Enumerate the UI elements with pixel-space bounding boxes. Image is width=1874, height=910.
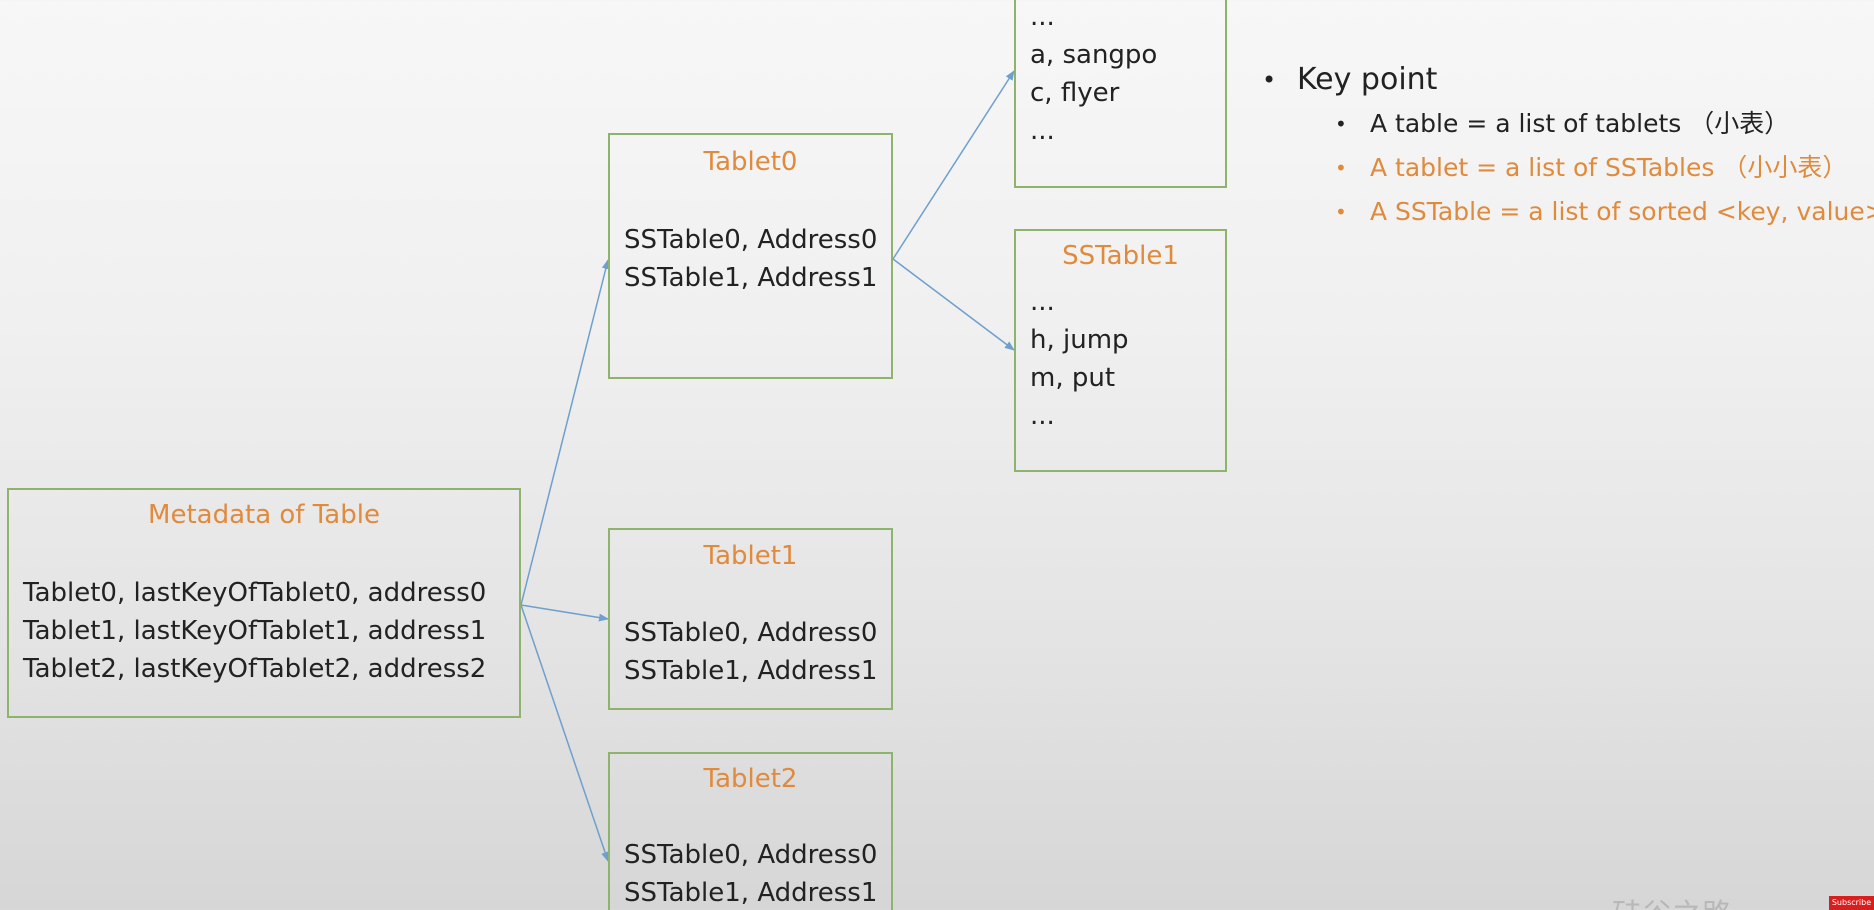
metadata-box-title: Metadata of Table bbox=[148, 500, 380, 530]
arrow-metadata-to-tablet0 bbox=[520, 259, 610, 606]
sstable1-line: ... bbox=[1030, 287, 1055, 317]
sstable0-lines: ... a, sangpo c, flyer ... bbox=[1030, 0, 1157, 150]
sstable0-line: ... bbox=[1030, 116, 1055, 146]
tablet2-line: SSTable1, Address1 bbox=[624, 878, 878, 908]
bullet-icon: • bbox=[1335, 156, 1347, 180]
watermark-text: 硅谷之路 bbox=[1612, 890, 1732, 910]
key-point-item: • A table = a list of tablets （小表） bbox=[1262, 102, 1874, 146]
tablet2-box: Tablet2 SSTable0, Address0 SSTable1, Add… bbox=[608, 752, 893, 910]
metadata-box: Metadata of Table Tablet0, lastKeyOfTabl… bbox=[7, 488, 521, 718]
key-point-item-text: A tablet = a list of SSTables （小小表） bbox=[1370, 153, 1848, 182]
sstable1-line: h, jump bbox=[1030, 325, 1129, 355]
tablet1-box: Tablet1 SSTable0, Address0 SSTable1, Add… bbox=[608, 528, 893, 710]
subscribe-button[interactable]: Subscribe bbox=[1829, 896, 1874, 910]
bullet-icon: • bbox=[1262, 66, 1277, 94]
sstable0-box: ... a, sangpo c, flyer ... bbox=[1014, 0, 1227, 188]
tablet0-title: Tablet0 bbox=[703, 147, 798, 177]
bullet-icon: • bbox=[1335, 200, 1347, 224]
tablet1-lines: SSTable0, Address0 SSTable1, Address1 bbox=[624, 614, 877, 690]
tablet0-line: SSTable0, Address0 bbox=[624, 225, 878, 255]
tablet2-lines: SSTable0, Address0 SSTable1, Address1 bbox=[624, 836, 877, 910]
metadata-box-lines: Tablet0, lastKeyOfTablet0, address0 Tabl… bbox=[23, 574, 486, 688]
metadata-line: Tablet2, lastKeyOfTablet2, address2 bbox=[23, 654, 487, 684]
key-point-item-text: A SSTable = a list of sorted <key, value… bbox=[1370, 197, 1874, 226]
key-point-item: • A SSTable = a list of sorted <key, val… bbox=[1262, 190, 1874, 234]
arrow-tablet0-to-sstable1 bbox=[892, 258, 1015, 351]
tablet0-line: SSTable1, Address1 bbox=[624, 263, 878, 293]
tablet1-line: SSTable0, Address0 bbox=[624, 618, 878, 648]
metadata-line: Tablet0, lastKeyOfTablet0, address0 bbox=[23, 578, 487, 608]
key-point-item: • A tablet = a list of SSTables （小小表） bbox=[1262, 146, 1874, 190]
tablet2-title: Tablet2 bbox=[703, 764, 798, 794]
arrow-tablet0-to-sstable0 bbox=[892, 70, 1015, 260]
metadata-line: Tablet1, lastKeyOfTablet1, address1 bbox=[23, 616, 487, 646]
tablet0-lines: SSTable0, Address0 SSTable1, Address1 bbox=[624, 221, 877, 297]
arrow-metadata-to-tablet2 bbox=[520, 604, 609, 862]
tablet1-line: SSTable1, Address1 bbox=[624, 656, 878, 686]
sstable1-line: ... bbox=[1030, 401, 1055, 431]
tablet0-box: Tablet0 SSTable0, Address0 SSTable1, Add… bbox=[608, 133, 893, 379]
sstable0-line: c, flyer bbox=[1030, 78, 1120, 108]
tablet1-title: Tablet1 bbox=[703, 541, 798, 571]
sstable1-line: m, put bbox=[1030, 363, 1116, 393]
key-point-heading-text: Key point bbox=[1297, 62, 1438, 97]
sstable1-lines: ... h, jump m, put ... bbox=[1030, 283, 1129, 435]
key-point-heading: • Key point bbox=[1262, 58, 1874, 102]
sstable0-line: a, sangpo bbox=[1030, 40, 1158, 70]
sstable1-title: SSTable1 bbox=[1062, 241, 1179, 271]
arrow-metadata-to-tablet1 bbox=[520, 604, 609, 622]
key-points: • Key point • A table = a list of tablet… bbox=[1262, 58, 1874, 234]
bullet-icon: • bbox=[1335, 112, 1347, 136]
sstable0-line: ... bbox=[1030, 2, 1055, 32]
sstable1-box: SSTable1 ... h, jump m, put ... bbox=[1014, 229, 1227, 472]
key-point-item-text: A table = a list of tablets （小表） bbox=[1370, 109, 1790, 138]
tablet2-line: SSTable0, Address0 bbox=[624, 840, 878, 870]
